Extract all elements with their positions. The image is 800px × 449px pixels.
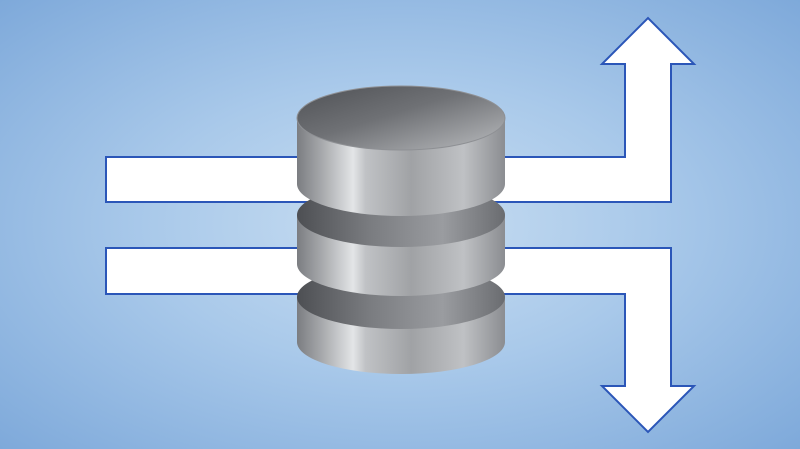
database-icon	[296, 85, 506, 374]
